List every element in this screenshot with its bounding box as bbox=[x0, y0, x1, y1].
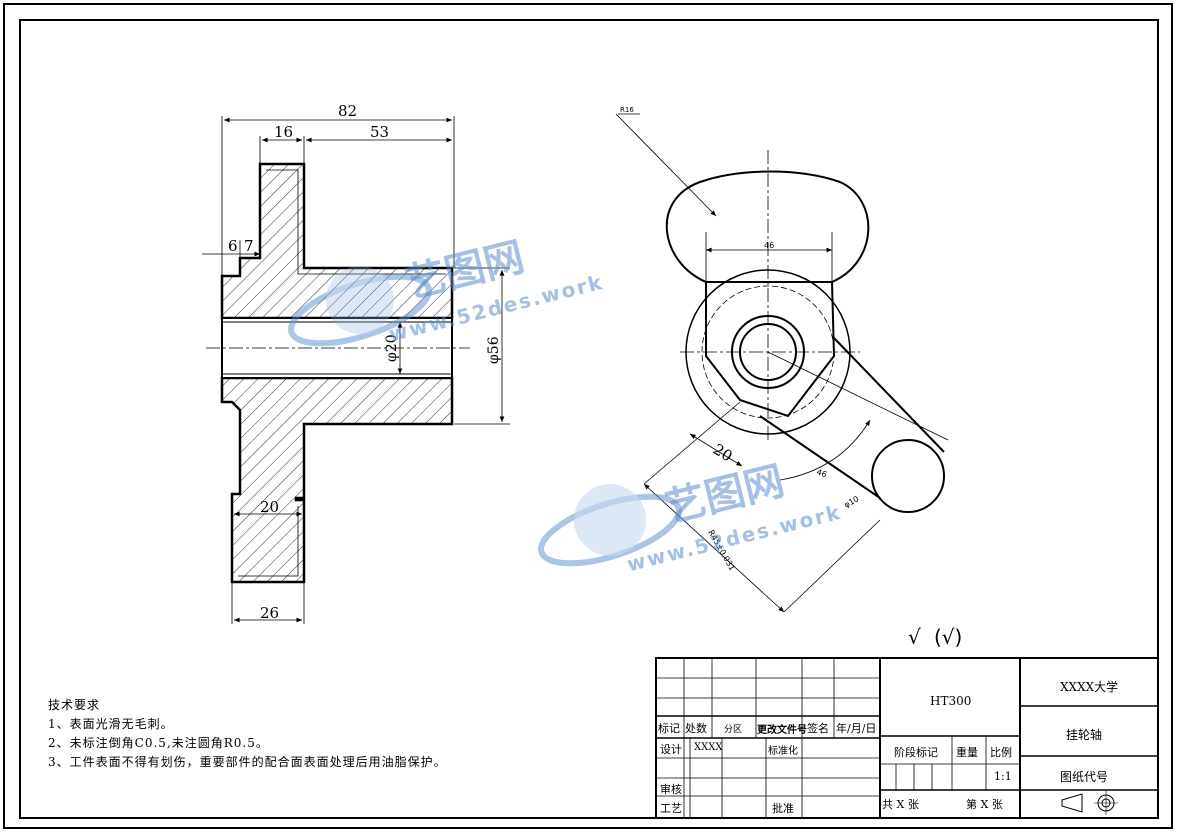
tb-weight-label: 重量 bbox=[956, 746, 978, 759]
tb-total-sheets: 共 X 张 bbox=[882, 798, 919, 811]
tb-material: HT300 bbox=[930, 694, 972, 708]
radius-label: R16 bbox=[620, 106, 634, 114]
roughness-symbol: √ bbox=[908, 625, 921, 649]
watermark-logo-icon bbox=[288, 266, 432, 347]
tech-item: 2、未标注倒角C0.5,未注圆角R0.5。 bbox=[48, 736, 269, 750]
tb-zone: 分区 bbox=[724, 725, 743, 735]
dim-chamfer-b: 7 bbox=[244, 237, 254, 255]
tech-item: 3、工件表面不得有划伤，重要部件的配合面表面处理后用油脂保护。 bbox=[48, 755, 447, 769]
dim-top-width: 46 bbox=[764, 241, 774, 250]
tb-date: 年/月/日 bbox=[836, 722, 877, 735]
tb-process-label: 工艺 bbox=[660, 802, 682, 815]
dim-hub-length: 53 bbox=[370, 123, 389, 141]
tb-stage-label: 阶段标记 bbox=[894, 746, 938, 759]
tb-count: 处数 bbox=[685, 722, 707, 735]
tb-drawing-code: 图纸代号 bbox=[1060, 770, 1109, 784]
watermark-logo-icon bbox=[538, 484, 682, 567]
tb-standard-label: 标准化 bbox=[768, 746, 798, 757]
tb-scale: 1:1 bbox=[994, 770, 1012, 783]
dim-groove-width: 20 bbox=[260, 498, 279, 516]
front-view bbox=[615, 113, 949, 613]
tech-item: 1、表面光滑无毛刺。 bbox=[48, 717, 174, 731]
tb-sheet-no: 第 X 张 bbox=[966, 798, 1003, 811]
dim-chamfer-a: 6 bbox=[228, 237, 238, 255]
lower-section bbox=[220, 376, 454, 584]
dim-bore-dia: φ20 bbox=[384, 334, 400, 362]
dim-flange-offset: 16 bbox=[274, 123, 293, 141]
tb-design-label: 设计 bbox=[660, 743, 682, 756]
tb-school: XXXX大学 bbox=[1060, 680, 1119, 694]
tech-heading: 技术要求 bbox=[48, 698, 101, 712]
tb-change-doc: 更改文件号 bbox=[757, 725, 807, 736]
tech-requirements: 技术要求 1、表面光滑无毛刺。 2、未标注倒角C0.5,未注圆角R0.5。 3、… bbox=[48, 696, 447, 772]
dim-arm-offset: 46 bbox=[815, 467, 828, 479]
tb-mark: 标记 bbox=[658, 722, 680, 735]
tb-sign: 签名 bbox=[807, 722, 829, 735]
tb-part-name: 挂轮轴 bbox=[1066, 728, 1103, 742]
tb-approve-label: 批准 bbox=[772, 802, 794, 815]
outer-border bbox=[3, 3, 1173, 829]
tb-review-label: 审核 bbox=[660, 783, 682, 796]
inner-border bbox=[19, 19, 1159, 819]
dim-hub-dia: φ56 bbox=[486, 336, 502, 364]
title-block bbox=[655, 657, 1159, 819]
tb-designer: XXXX bbox=[694, 742, 723, 753]
dim-flange-width: 26 bbox=[260, 604, 279, 622]
tb-scale-label: 比例 bbox=[990, 746, 1012, 759]
dim-overall: 82 bbox=[338, 102, 357, 120]
roughness-note: (√) bbox=[934, 625, 962, 649]
